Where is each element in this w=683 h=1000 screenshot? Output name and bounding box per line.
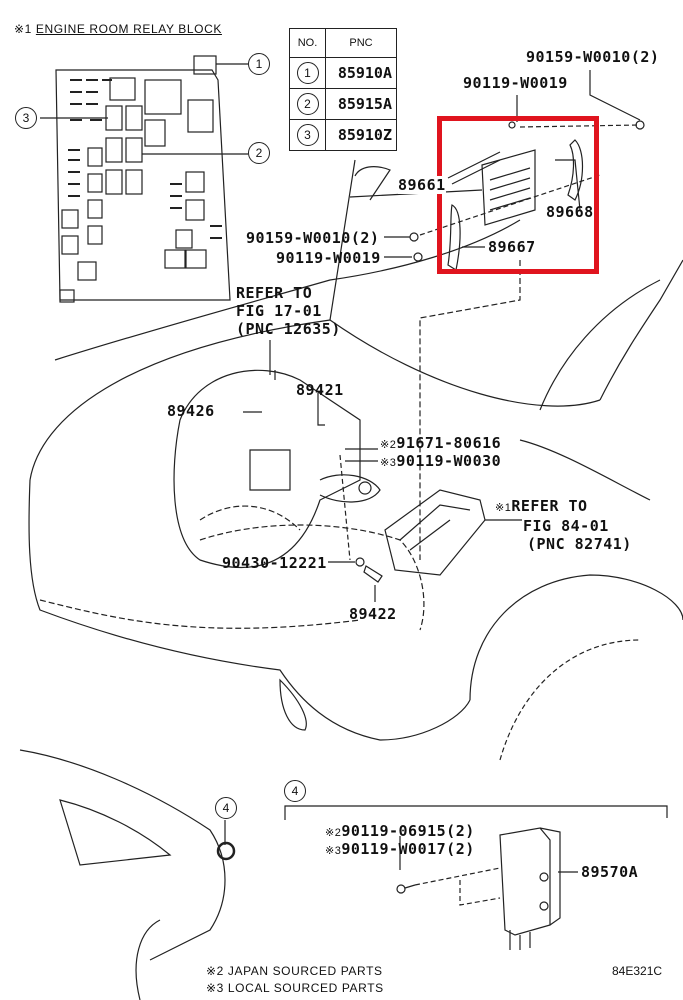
relay-block-title-text: ENGINE ROOM RELAY BLOCK <box>35 22 222 36</box>
refer-line: (PNC 12635) <box>236 320 341 338</box>
callout-3[interactable]: 3 <box>15 107 37 129</box>
part-89422[interactable]: 89422 <box>349 605 397 623</box>
part-89570a[interactable]: 89570A <box>581 863 639 881</box>
part-90119-w0019-top[interactable]: 90119-W0019 <box>463 74 568 92</box>
section-4-drawing <box>284 805 668 950</box>
relay-block-title: ※1 ENGINE ROOM RELAY BLOCK <box>14 22 222 36</box>
row-number: 1 <box>296 62 319 84</box>
row-number: 3 <box>296 124 319 146</box>
part-90119-w0017[interactable]: ※390119-W0017(2) <box>325 840 475 858</box>
table-header-no: NO. <box>289 28 326 58</box>
callout-2[interactable]: 2 <box>248 142 270 164</box>
refer-line: REFER TO <box>511 497 588 515</box>
row-pnc[interactable]: 85910A <box>325 57 397 89</box>
table-row: 3 85910Z <box>289 119 397 151</box>
row-pnc[interactable]: 85910Z <box>325 119 397 151</box>
refer-fig-17-01[interactable]: REFER TO FIG 17-01 (PNC 12635) <box>236 284 341 338</box>
note-mark: ※1 <box>14 22 32 36</box>
part-number: 90119-W0017(2) <box>341 840 475 858</box>
table-row: 2 85915A <box>289 88 397 120</box>
part-90119-w0019-left[interactable]: 90119-W0019 <box>276 249 381 267</box>
row-pnc[interactable]: 85915A <box>325 88 397 120</box>
note-mark: ※3 <box>325 845 342 857</box>
highlight-box <box>437 116 599 274</box>
part-90119-w0030[interactable]: ※390119-W0030 <box>380 452 501 470</box>
car-body-outline <box>28 159 683 761</box>
part-89667[interactable]: 89667 <box>488 238 536 256</box>
part-89426[interactable]: 89426 <box>167 402 215 420</box>
engine-drawing <box>173 340 383 602</box>
note-mark: ※2 <box>325 827 342 839</box>
note-mark: ※1 <box>495 502 512 514</box>
part-89661[interactable]: 89661 <box>398 176 446 194</box>
part-90159-w0010-top[interactable]: 90159-W0010(2) <box>526 48 660 66</box>
part-90159-w0010-left[interactable]: 90159-W0010(2) <box>246 229 380 247</box>
part-90430-12221[interactable]: 90430-12221 <box>222 554 327 572</box>
callout-1[interactable]: 1 <box>248 53 270 75</box>
part-number: 90119-W0030 <box>396 452 502 470</box>
footnote-local: ※3 LOCAL SOURCED PARTS <box>206 981 384 995</box>
note-mark: ※3 <box>380 457 397 469</box>
refer-fig-84-01[interactable]: ※1REFER TO FIG 84-01 (PNC 82741) <box>495 497 632 553</box>
part-90119-06915[interactable]: ※290119-06915(2) <box>325 822 475 840</box>
refer-line: REFER TO <box>236 284 313 302</box>
callout-4-section[interactable]: 4 <box>284 780 306 802</box>
part-number: 90119-06915(2) <box>341 822 475 840</box>
refer-line: (PNC 82741) <box>527 535 632 553</box>
part-number: 91671-80616 <box>396 434 502 452</box>
row-number: 2 <box>296 93 319 115</box>
callout-4-car[interactable]: 4 <box>215 797 237 819</box>
part-89668[interactable]: 89668 <box>546 203 594 221</box>
table-row: 1 85910A <box>289 57 397 89</box>
figure-code: 84E321C <box>612 964 663 978</box>
part-91671-80616[interactable]: ※291671-80616 <box>380 434 501 452</box>
rear-car-drawing <box>19 749 236 1000</box>
pnc-table: NO.PNC 1 85910A 2 85915A 3 85910Z <box>289 28 397 151</box>
refer-line: FIG 84-01 <box>523 517 609 535</box>
footnote-japan: ※2 JAPAN SOURCED PARTS <box>206 964 383 978</box>
refer-line: FIG 17-01 <box>236 302 322 320</box>
relay-block-drawing <box>40 55 248 303</box>
part-89421[interactable]: 89421 <box>296 381 344 399</box>
table-header-pnc: PNC <box>325 28 397 58</box>
note-mark: ※2 <box>380 439 397 451</box>
relay-box-drawing <box>384 489 522 576</box>
